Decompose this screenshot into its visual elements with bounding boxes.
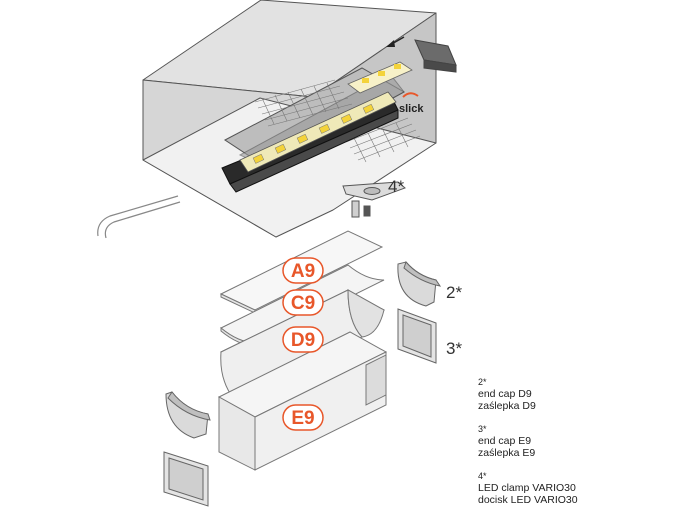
legend-number: 3* [478, 424, 487, 434]
badge-d9: D9 [282, 326, 324, 353]
legend-item-2: 2* end cap D9 zaślepka D9 [478, 376, 683, 412]
svg-text:D9: D9 [291, 330, 315, 351]
legend-number: 2* [478, 377, 487, 387]
svg-text:C9: C9 [291, 293, 315, 314]
badge-e9: E9 [282, 404, 324, 431]
led-strip [347, 61, 413, 94]
legend-item-4: 4* LED clamp VARIO30 docisk LED VARIO30 [478, 470, 683, 506]
slick-logo-text: slick [399, 103, 424, 115]
legend-label-en: end cap E9 [478, 435, 532, 447]
badge-c9: C9 [282, 289, 324, 316]
legend-item-3: 3* end cap E9 zaślepka E9 [478, 423, 683, 459]
end-cap-d9-right [397, 261, 442, 307]
legend-label-pl: docisk LED VARIO30 [478, 494, 578, 506]
callout-4: 4* [388, 177, 404, 196]
led-clamp-vario30 [342, 181, 406, 218]
power-cable [97, 195, 181, 239]
legend-label-pl: zaślepka D9 [478, 400, 536, 412]
svg-text:A9: A9 [291, 261, 315, 282]
led-profile [221, 91, 399, 193]
callout-3: 3* [446, 339, 462, 358]
svg-text:E9: E9 [291, 408, 314, 429]
end-cap-d9-left [165, 391, 211, 439]
legend-label-pl: zaślepka E9 [478, 447, 536, 459]
legend-label-en: LED clamp VARIO30 [478, 482, 576, 494]
plaster-mesh [254, 79, 421, 163]
legend-label-en: end cap D9 [478, 388, 532, 400]
end-cap-e9-left [163, 451, 209, 507]
end-plug-top [386, 36, 457, 73]
legend-number: 4* [478, 471, 487, 481]
legend: 2* end cap D9 zaślepka D9 3* end cap E9 … [478, 376, 683, 517]
slick-logo: slick [399, 92, 424, 115]
badge-a9: A9 [282, 257, 324, 284]
end-cap-e9-right [397, 308, 437, 364]
callout-2: 2* [446, 283, 462, 302]
